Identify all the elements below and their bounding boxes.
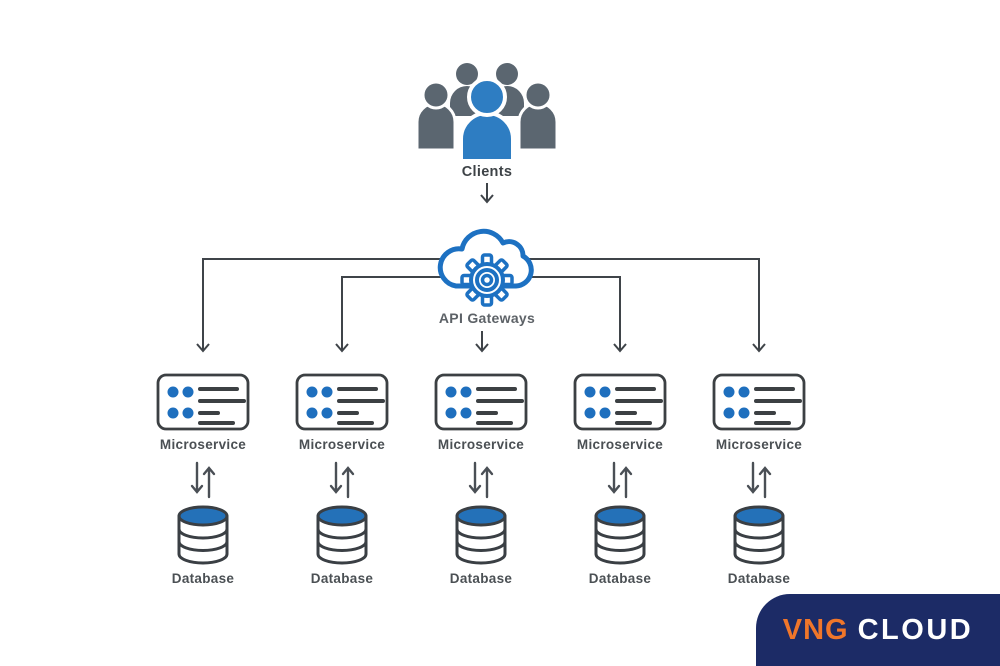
service-column-5: Microservice Database [699, 373, 819, 588]
vng-logo-text: VNG [782, 613, 849, 646]
sync-arrows-icon [329, 461, 355, 499]
sync-arrows-icon [190, 461, 216, 499]
microservice-label: Microservice [715, 437, 803, 452]
service-column-1: Microservice Database [143, 373, 263, 588]
service-column-3: Microservice Database [421, 373, 541, 588]
database-label: Database [310, 571, 374, 586]
database-icon [594, 505, 646, 565]
microservice-label: Microservice [159, 437, 247, 452]
database-icon [455, 505, 507, 565]
database-label: Database [449, 571, 513, 586]
api-gateway-label: API Gateways [438, 310, 536, 326]
microservice-icon [434, 373, 528, 431]
clients-label: Clients [461, 164, 513, 180]
microservice-label: Microservice [298, 437, 386, 452]
microservice-label: Microservice [437, 437, 525, 452]
microservice-icon [156, 373, 250, 431]
database-icon [316, 505, 368, 565]
microservice-icon [573, 373, 667, 431]
sync-arrows-icon [746, 461, 772, 499]
database-label: Database [727, 571, 791, 586]
microservice-icon [712, 373, 806, 431]
database-label: Database [588, 571, 652, 586]
clients-icon [417, 63, 557, 162]
microservice-label: Microservice [576, 437, 664, 452]
sync-arrows-icon [607, 461, 633, 499]
sync-arrows-icon [468, 461, 494, 499]
microservice-icon [295, 373, 389, 431]
database-icon [177, 505, 229, 565]
service-column-2: Microservice Database [282, 373, 402, 588]
vng-cloud-logo: VNG CLOUD [756, 594, 1000, 666]
service-column-4: Microservice Database [560, 373, 680, 588]
api-gateway-icon [437, 228, 534, 307]
database-label: Database [171, 571, 235, 586]
cloud-logo-text: CLOUD [857, 613, 974, 646]
database-icon [733, 505, 785, 565]
